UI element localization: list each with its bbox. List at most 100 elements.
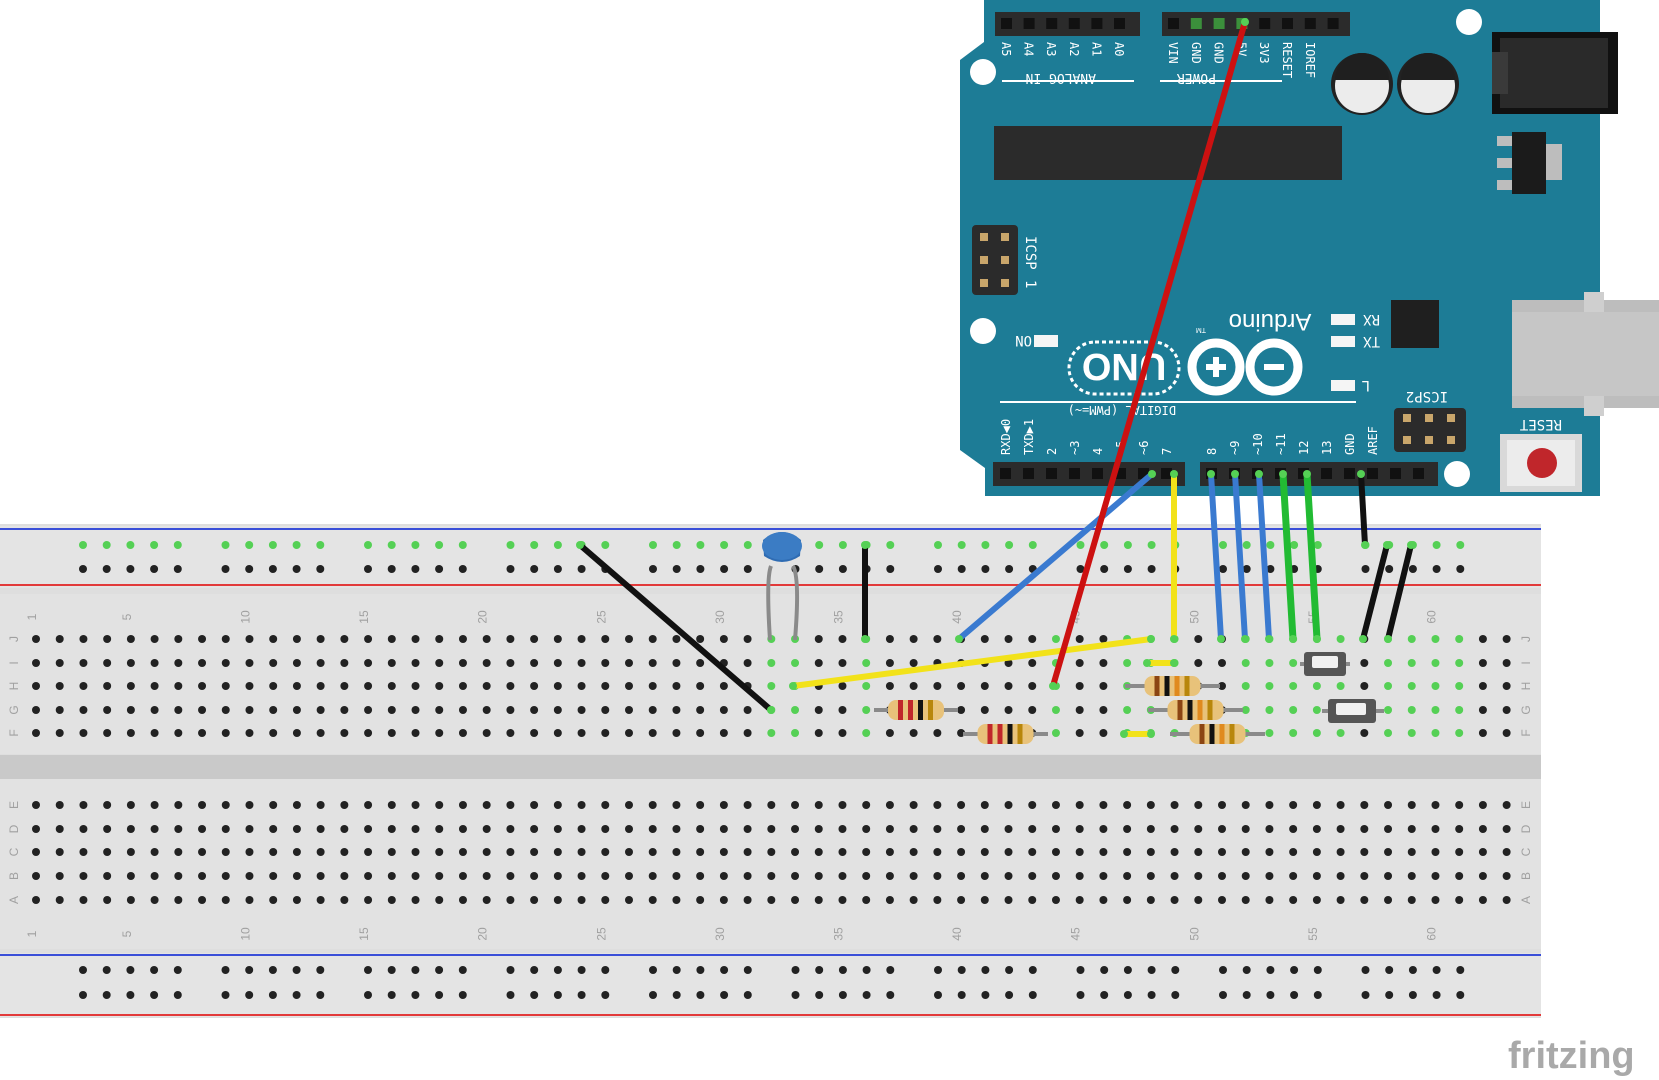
icsp-pin1-label: 1 (1022, 280, 1038, 288)
rail-hole (981, 541, 990, 549)
breadboard-hole (1384, 729, 1393, 737)
rail-hole (720, 966, 729, 974)
rail-hole (1147, 991, 1156, 999)
push-button[interactable] (1300, 652, 1350, 676)
breadboard-hole (1099, 825, 1108, 833)
breadboard-hole (601, 659, 610, 667)
top-header-pins (1001, 18, 1339, 29)
rail-hole (957, 541, 966, 549)
rail-hole (1456, 966, 1465, 974)
breadboard-hole (1123, 896, 1132, 904)
rail-hole (221, 966, 230, 974)
usb-connector (1512, 292, 1659, 416)
rail-hole (435, 991, 444, 999)
breadboard-hole (933, 872, 942, 880)
breadboard-hole (1265, 659, 1274, 667)
rail-hole (743, 541, 752, 549)
column-number: 50 (1187, 927, 1201, 941)
rail-hole (173, 565, 182, 573)
l-led-label: L (1362, 377, 1370, 393)
rail-hole (1028, 991, 1037, 999)
column-number: 1 (25, 613, 39, 620)
breadboard-hole (458, 635, 467, 643)
column-number: 40 (950, 927, 964, 941)
breadboard-hole (933, 801, 942, 809)
breadboard-hole (1360, 659, 1369, 667)
breadboard-hole (1170, 825, 1179, 833)
rail-hole (886, 541, 895, 549)
breadboard-hole (1146, 825, 1155, 833)
breadboard-hole (364, 729, 373, 737)
breadboard-hole (791, 825, 800, 833)
breadboard-hole (269, 848, 278, 856)
breadboard-hole (458, 896, 467, 904)
push-button[interactable] (1322, 699, 1384, 723)
on-led-label: ON (1015, 332, 1032, 348)
breadboard-hole (530, 896, 539, 904)
rail-hole (1100, 991, 1109, 999)
breadboard-hole (126, 706, 135, 714)
breadboard-hole (411, 659, 420, 667)
breadboard-hole (933, 635, 942, 643)
row-letter: D (1519, 824, 1533, 833)
rail-hole (601, 541, 610, 549)
breadboard-hole (1194, 872, 1203, 880)
rail-hole (720, 565, 729, 573)
breadboard-hole (32, 729, 40, 737)
breadboard-hole (1502, 706, 1511, 714)
rail-hole (577, 966, 586, 974)
pin-label: A1 (1089, 42, 1103, 56)
rail-hole (1313, 991, 1322, 999)
breadboard-hole (411, 635, 420, 643)
breadboard-hole (862, 659, 871, 667)
breadboard-hole (1360, 825, 1369, 833)
breadboard-hole (174, 825, 183, 833)
breadboard-hole (743, 729, 752, 737)
jumper-wire (577, 542, 774, 713)
breadboard-hole (316, 848, 325, 856)
breadboard-hole (1455, 729, 1464, 737)
pin-label: A0 (1112, 42, 1126, 56)
breadboard-hole (221, 682, 230, 690)
breadboard-hole (1502, 659, 1511, 667)
breadboard-hole (862, 729, 871, 737)
rail-hole (1076, 541, 1085, 549)
breadboard-hole (340, 825, 349, 833)
breadboard-hole (1218, 896, 1226, 904)
breadboard-hole (103, 682, 112, 690)
breadboard-hole (791, 896, 800, 904)
breadboard-hole (482, 729, 491, 737)
breadboard-hole (838, 635, 847, 643)
rail-hole (364, 991, 372, 999)
rail-hole (886, 966, 895, 974)
breadboard-hole (435, 825, 444, 833)
breadboard-hole (743, 872, 752, 880)
breadboard-hole (387, 801, 396, 809)
column-number: 60 (1424, 927, 1438, 941)
breadboard-hole (1265, 682, 1274, 690)
breadboard-hole (648, 729, 657, 737)
breadboard-hole (150, 659, 159, 667)
breadboard-hole (530, 848, 539, 856)
row-letter: I (1519, 661, 1533, 664)
breadboard-hole (458, 682, 467, 690)
breadboard-hole (1384, 848, 1393, 856)
row-letter: C (7, 847, 21, 856)
breadboard-hole (150, 706, 159, 714)
rail-hole (672, 541, 681, 549)
breadboard-hole (577, 848, 586, 856)
breadboard-hole (506, 825, 515, 833)
breadboard-hole (387, 848, 396, 856)
breadboard-hole (55, 635, 64, 643)
breadboard-hole (553, 825, 562, 833)
breadboard-hole (269, 659, 278, 667)
rail-hole (79, 991, 87, 999)
reset-button[interactable] (1500, 434, 1582, 492)
breadboard-hole (1241, 872, 1250, 880)
breadboard-hole (577, 825, 586, 833)
electrolytic-capacitor (1331, 53, 1393, 115)
rail-hole (387, 541, 396, 549)
breadboard-hole (411, 848, 420, 856)
rail-hole (791, 966, 800, 974)
rail-hole (1432, 966, 1441, 974)
